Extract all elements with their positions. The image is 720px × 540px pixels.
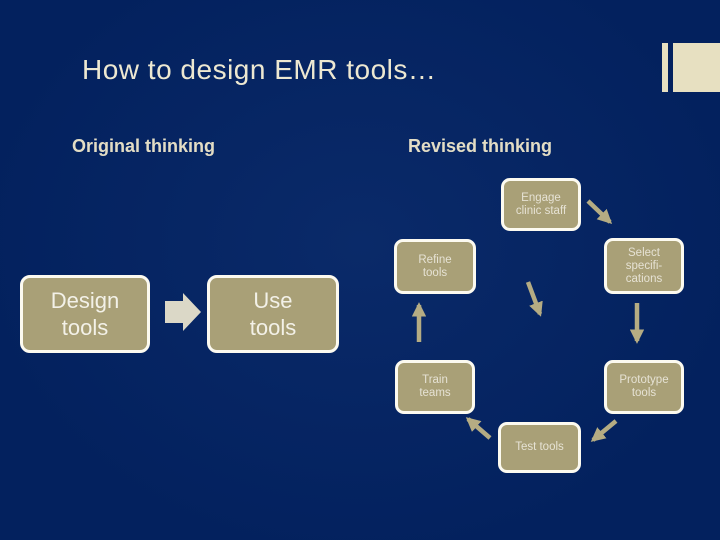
arrow-refine-into-cycle-icon bbox=[525, 281, 543, 317]
design-tools-box: Design tools bbox=[20, 275, 150, 353]
select-specifications-box: Select specifi- cations bbox=[604, 238, 684, 294]
prototype-tools-box: Prototype tools bbox=[604, 360, 684, 414]
train-teams-box: Train teams bbox=[395, 360, 475, 414]
slide-title: How to design EMR tools… bbox=[82, 54, 437, 85]
test-tools-box: Test tools bbox=[498, 422, 581, 473]
arrow-test-to-train-icon bbox=[465, 417, 492, 440]
accent-block-decoration bbox=[673, 43, 720, 92]
arrow-engage-to-select-icon bbox=[586, 199, 613, 224]
refine-tools-box: Refine tools bbox=[394, 239, 476, 294]
engage-clinic-staff-box: Engage clinic staff bbox=[501, 178, 581, 231]
use-tools-box: Use tools bbox=[207, 275, 339, 353]
arrow-prototype-to-test-icon bbox=[590, 419, 618, 442]
right-block-arrow-icon bbox=[165, 293, 201, 331]
revised-thinking-heading: Revised thinking bbox=[408, 136, 553, 156]
accent-bar-decoration bbox=[662, 43, 668, 92]
original-thinking-heading: Original thinking bbox=[72, 136, 215, 156]
